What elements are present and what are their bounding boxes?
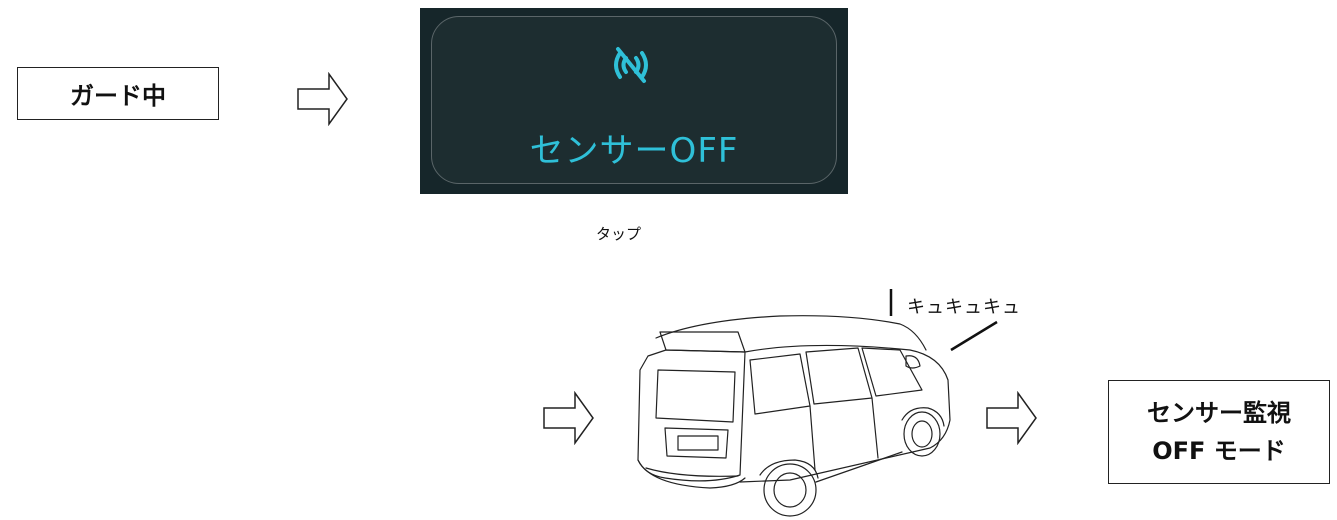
sensor-monitor-off-mode-box: センサー監視 OFF モード [1108,380,1330,484]
sensor-off-button[interactable]: センサーOFF [431,16,837,184]
squeak-sound-label: キュキュキュ [907,297,1021,318]
arrow-right-icon [986,391,1037,445]
minivan-rear-icon [637,315,951,517]
mode-label-line2: OFF モード [1152,437,1286,465]
arrow-right-icon [543,391,594,445]
mode-label-line1: センサー監視 [1147,399,1291,427]
sensor-off-screen: センサーOFF [420,8,848,194]
sensor-off-label: センサーOFF [529,131,739,171]
guard-status-box: ガード中 [17,67,219,120]
arrow-right-icon [297,72,348,126]
sensor-off-icon [614,47,648,83]
guard-status-label: ガード中 [70,82,166,110]
tap-label: タップ [596,225,642,243]
